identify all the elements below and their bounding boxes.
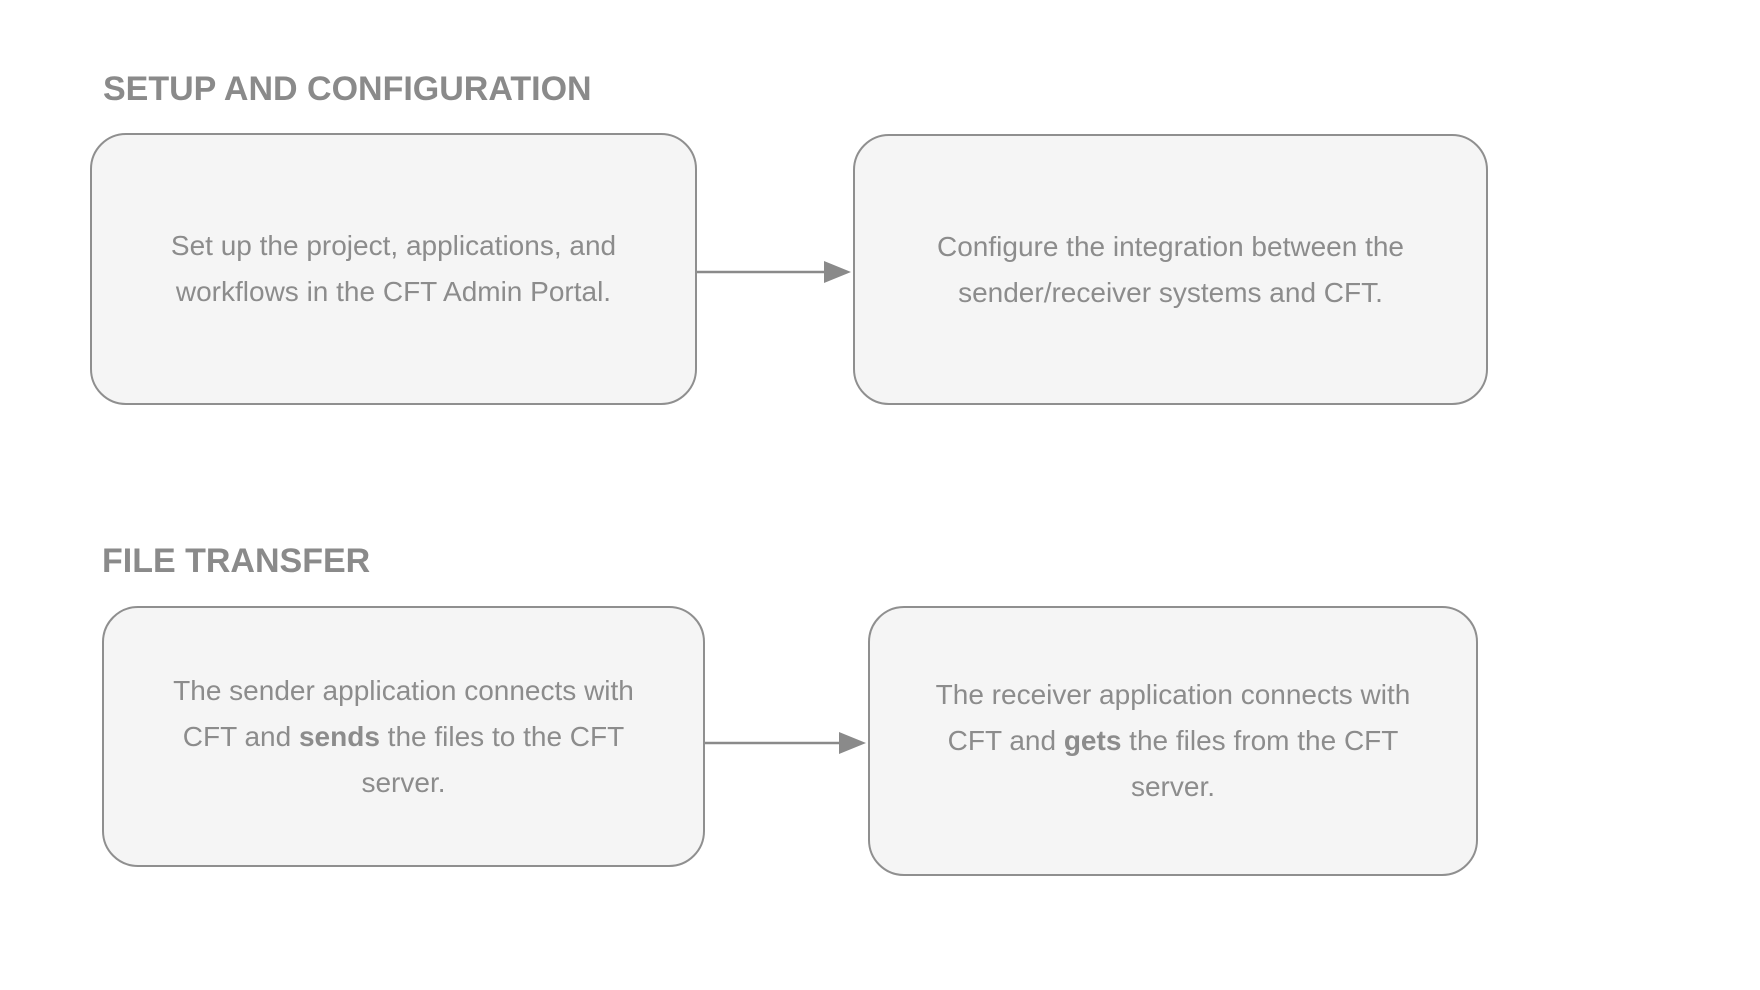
node-text: The sender application connects with CFT… (173, 674, 634, 798)
arrow-right-icon (697, 261, 851, 283)
arrow-right-icon (705, 732, 866, 754)
emphasis-gets: gets (1063, 725, 1122, 756)
section-title-setup-and-configuration: SETUP AND CONFIGURATION (103, 70, 592, 108)
node-sender-sends-files: The sender application connects with CFT… (102, 606, 705, 867)
node-receiver-gets-files: The receiver application connects with C… (868, 606, 1478, 876)
node-text: Set up the project, applications, and wo… (170, 230, 617, 307)
node-text: The receiver application connects with C… (935, 679, 1411, 802)
node-text: Configure the integration between the se… (937, 230, 1404, 308)
section-title-file-transfer: FILE TRANSFER (102, 542, 371, 580)
emphasis-sends: sends (298, 720, 380, 752)
node-configure-integration: Configure the integration between the se… (853, 134, 1488, 405)
node-setup-admin-portal: Set up the project, applications, and wo… (90, 133, 697, 405)
